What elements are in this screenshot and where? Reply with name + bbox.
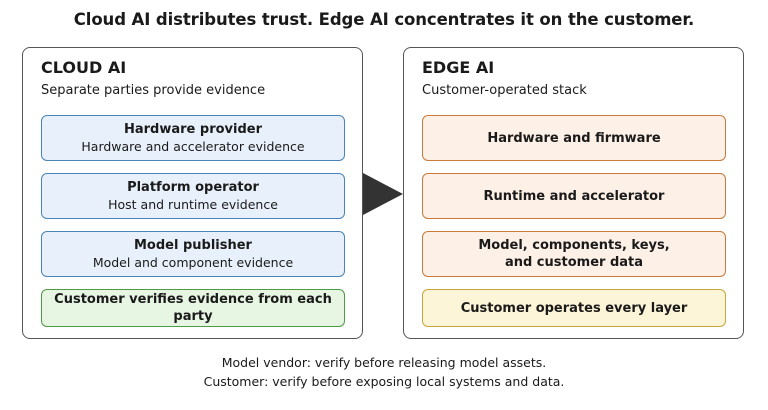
hardware-provider-title: Hardware provider [123,122,263,137]
runtime-accelerator-title: Runtime and accelerator [483,188,665,204]
right-arrow-icon [363,173,403,215]
cloud-ai-subtitle: Separate parties provide evidence [41,83,266,98]
model-components-box: Model, components, keys, and customer da… [422,231,726,277]
footer-line-1: Model vendor: verify before releasing mo… [221,355,547,370]
runtime-accelerator-box: Runtime and accelerator [422,173,726,219]
customer-verifies-box: Customer verifies evidence from each par… [41,289,345,327]
customer-operates-box: Customer operates every layer [422,289,726,327]
footer-line-2: Customer: verify before exposing local s… [203,374,565,389]
diagram-title: Cloud AI distributes trust. Edge AI conc… [73,10,695,29]
edge-ai-subtitle: Customer-operated stack [422,83,587,98]
cloud-ai-panel: CLOUD AI Separate parties provide eviden… [22,47,363,339]
cloud-ai-title: CLOUD AI [41,58,127,77]
hardware-provider-sub: Hardware and accelerator evidence [81,139,305,154]
model-publisher-title: Model publisher [134,238,252,253]
platform-operator-box: Platform operator Host and runtime evide… [41,173,345,219]
hardware-firmware-box: Hardware and firmware [422,115,726,161]
edge-ai-title: EDGE AI [422,58,495,77]
platform-operator-title: Platform operator [127,180,259,195]
platform-operator-sub: Host and runtime evidence [108,197,278,212]
customer-verifies-title: Customer verifies evidence from each par… [54,292,332,324]
customer-operates-title: Customer operates every layer [460,300,688,316]
model-publisher-box: Model publisher Model and component evid… [41,231,345,277]
model-components-line2: and customer data [504,255,644,270]
model-publisher-sub: Model and component evidence [92,255,294,270]
hardware-firmware-title: Hardware and firmware [487,130,661,146]
arrow-shape [363,173,403,215]
model-components-line1: Model, components, keys, [478,238,670,253]
hardware-provider-box: Hardware provider Hardware and accelerat… [41,115,345,161]
edge-ai-panel: EDGE AI Customer-operated stack Hardware… [403,47,744,339]
